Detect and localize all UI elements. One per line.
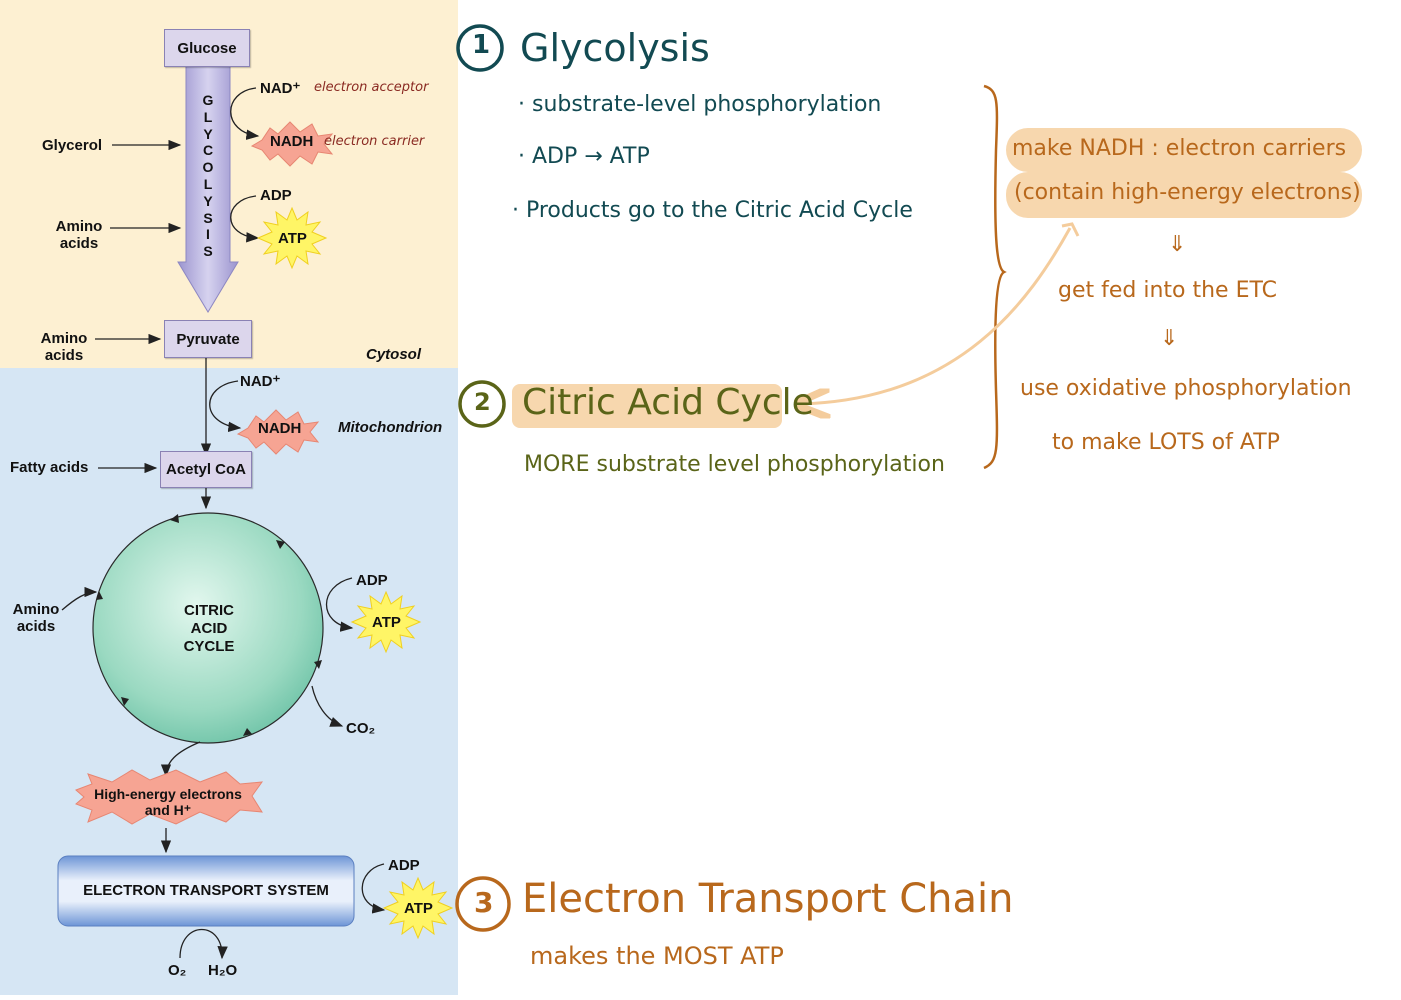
adp-label-3: ADP xyxy=(388,857,420,874)
o2-label: O₂ xyxy=(168,962,187,979)
electron-acceptor-note: electron acceptor xyxy=(314,80,429,95)
summary-line-4: use oxidative phosphorylation xyxy=(1020,376,1352,401)
nadh-burst-1 xyxy=(250,121,334,167)
step3-title: Electron Transport Chain xyxy=(522,876,1014,922)
summary-highlight-2 xyxy=(1006,172,1362,218)
co2-label: CO₂ xyxy=(346,720,376,737)
nad-curve-1 xyxy=(230,87,260,140)
step2-circle xyxy=(458,380,506,428)
mitochondrion-label: Mitochondrion xyxy=(338,419,443,436)
atp-label-2: ATP xyxy=(372,614,401,631)
high-energy-electrons-burst xyxy=(75,769,264,825)
h2o-label: H₂O xyxy=(208,962,238,979)
atp-burst-3 xyxy=(382,876,454,940)
cytosol-label: Cytosol xyxy=(366,346,422,363)
summary-arrow-2: ⇓ xyxy=(1160,326,1179,351)
glycolysis-arrow xyxy=(177,65,239,313)
summary-line-1: make NADH : electron carriers xyxy=(1012,136,1347,161)
adp-curve-1 xyxy=(230,195,260,243)
step1-bullet-3: · Products go to the Citric Acid Cycle xyxy=(512,198,913,223)
step2-sub: MORE substrate level phosphorylation xyxy=(524,452,945,477)
summary-highlight-1 xyxy=(1006,128,1362,172)
cycle-to-electrons-arrow xyxy=(160,741,201,778)
step1-number: 1 xyxy=(472,30,491,60)
fatty-acids-label: Fatty acids xyxy=(10,459,89,476)
step1-bullet-1: · substrate-level phosphorylation xyxy=(518,92,882,117)
step2-number: 2 xyxy=(474,388,491,416)
nadh-label-2: NADH xyxy=(258,420,302,437)
amino-acids-label-1: Amino acids xyxy=(55,218,103,252)
nad-plus-label-2: NAD⁺ xyxy=(240,373,281,390)
step1-bullet-2: · ADP → ATP xyxy=(518,144,650,169)
summary-line-2: (contain high-energy electrons) xyxy=(1014,180,1361,205)
glycolysis-vertical-label: G L Y C O L Y S I S xyxy=(202,92,214,260)
atp-burst-1 xyxy=(256,206,328,270)
nadh-burst-2 xyxy=(236,409,320,455)
adp-curve-2 xyxy=(326,577,354,632)
summary-line-5: to make LOTS of ATP xyxy=(1052,430,1280,455)
citric-highlight xyxy=(512,384,782,428)
summary-arrowhead xyxy=(1061,222,1080,237)
citric-acid-cycle-label: CITRIC ACID CYCLE xyxy=(183,602,235,655)
co2-arrow xyxy=(311,685,344,727)
atp-burst-2 xyxy=(350,590,422,654)
electron-carrier-note: electron carrier xyxy=(324,134,425,149)
atp-label-1: ATP xyxy=(278,230,307,247)
step1-title: Glycolysis xyxy=(520,26,710,70)
summary-line-3: get fed into the ETC xyxy=(1058,278,1278,303)
atp-label-3: ATP xyxy=(404,900,433,917)
glucose-box: Glucose xyxy=(164,29,250,67)
adp-label-1: ADP xyxy=(260,187,292,204)
high-energy-electrons-label: High-energy electrons and H⁺ xyxy=(94,786,242,818)
o2-h2o-curve xyxy=(179,929,228,960)
summary-to-citric-arrow xyxy=(800,227,1072,404)
nadh-label-1: NADH xyxy=(270,133,314,150)
step2-title: Citric Acid Cycle xyxy=(522,382,814,423)
step1-circle xyxy=(456,24,504,72)
adp-label-2: ADP xyxy=(356,572,388,589)
etc-label: ELECTRON TRANSPORT SYSTEM xyxy=(83,882,329,899)
amino-acids-label-3: Amino acids xyxy=(12,601,60,635)
nad-curve-2 xyxy=(209,380,242,432)
step3-sub: makes the MOST ATP xyxy=(530,942,784,970)
summary-arrow-1: ⇓ xyxy=(1168,232,1187,257)
citric-acid-cycle-circle xyxy=(92,512,324,744)
nad-plus-label-1: NAD⁺ xyxy=(260,80,301,97)
amino-acids-arrow-3 xyxy=(61,586,98,611)
adp-curve-3 xyxy=(361,863,386,914)
step3-number: 3 xyxy=(474,886,494,919)
acetyl-coa-box: Acetyl CoA xyxy=(160,451,252,488)
etc-box xyxy=(57,855,355,927)
glycerol-label: Glycerol xyxy=(42,137,103,154)
summary-brace xyxy=(983,84,1007,470)
step3-circle xyxy=(455,876,511,932)
amino-acids-label-2: Amino acids xyxy=(40,330,88,364)
pyruvate-box: Pyruvate xyxy=(164,320,252,358)
